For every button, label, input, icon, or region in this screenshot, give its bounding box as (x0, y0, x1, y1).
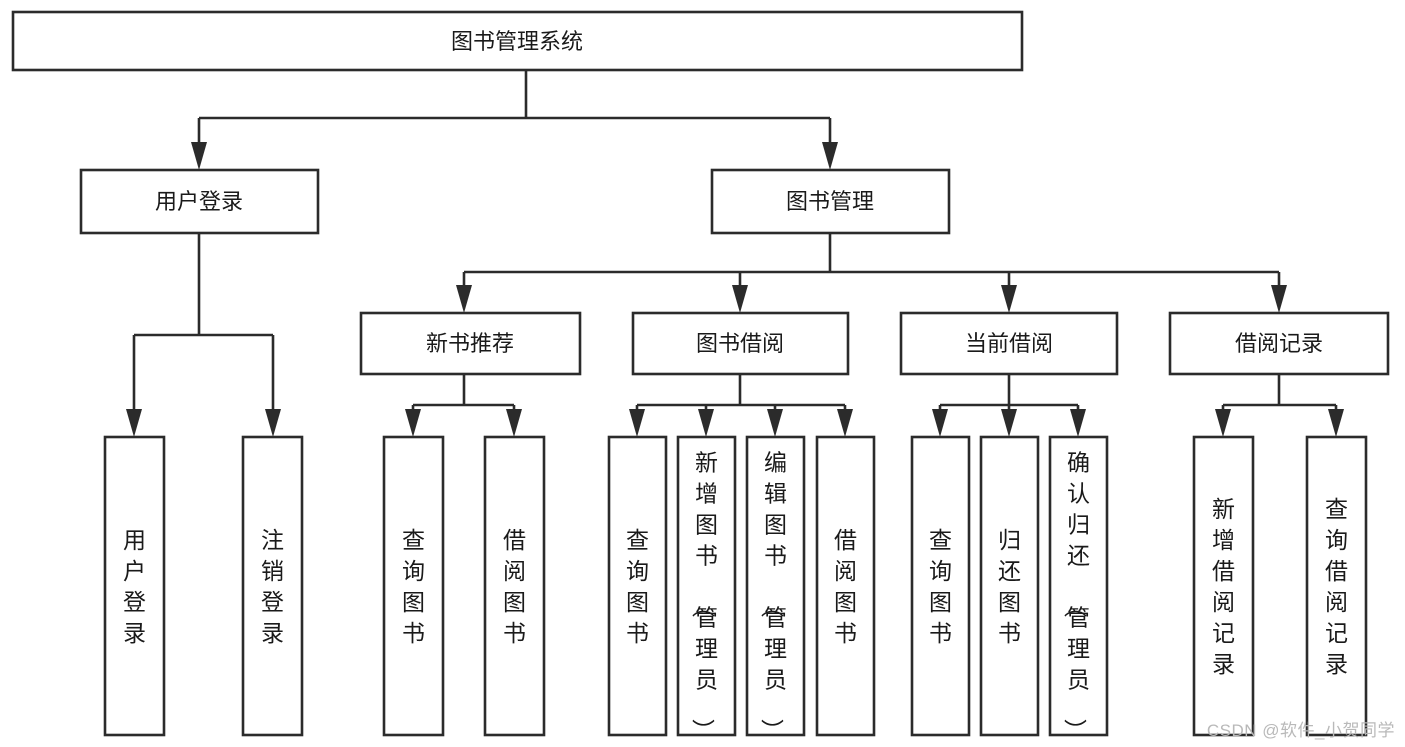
node-book-manage-label: 图书管理 (786, 189, 874, 214)
arrowhead-leaf-user-login (126, 409, 142, 437)
node-leaf-query-book-1[interactable]: 查询图书 (382, 435, 445, 737)
node-leaf-user-login-box[interactable] (103, 435, 166, 737)
node-leaf-query-book-3-label: 查询图书 (929, 527, 952, 646)
node-leaf-logout[interactable]: 注销登录 (241, 435, 304, 737)
node-leaf-borrow-book-2-box[interactable] (815, 435, 876, 737)
node-book-borrow[interactable]: 图书借阅 (631, 311, 850, 376)
node-leaf-query-record[interactable]: 查询借阅记录 (1305, 435, 1368, 737)
arrowhead-to-book-borrow (732, 285, 748, 313)
connector-layer (126, 70, 1344, 437)
node-leaf-query-book-2-label: 查询图书 (626, 527, 649, 646)
node-new-book-rec[interactable]: 新书推荐 (359, 311, 582, 376)
node-leaf-query-book-3[interactable]: 查询图书 (910, 435, 971, 737)
node-user-login-box[interactable] (79, 168, 320, 235)
node-leaf-query-book-1-box[interactable] (382, 435, 445, 737)
node-book-manage-box[interactable] (710, 168, 951, 235)
node-leaf-edit-book-label: 编辑图书（管理员） (759, 450, 787, 742)
arrowhead-leaf-logout (265, 409, 281, 437)
node-leaf-borrow-book-1-box[interactable] (483, 435, 546, 737)
node-root-label: 图书管理系统 (451, 29, 583, 54)
node-leaf-borrow-book-1-label: 借阅图书 (503, 527, 526, 646)
node-leaf-confirm-return-box[interactable] (1048, 435, 1109, 737)
node-leaf-query-record-label: 查询借阅记录 (1325, 496, 1348, 677)
arrowhead-to-book-manage (822, 142, 838, 170)
arrowhead-leaf-return-book (1001, 409, 1017, 437)
node-root[interactable]: 图书管理系统 (11, 10, 1024, 72)
node-book-manage[interactable]: 图书管理 (710, 168, 951, 235)
node-root-box[interactable] (11, 10, 1024, 72)
node-leaf-return-book[interactable]: 归还图书 (979, 435, 1040, 737)
arrowhead-leaf-borrow-book-1 (506, 409, 522, 437)
arrowhead-leaf-borrow-book-2 (837, 409, 853, 437)
arrowhead-to-user-login (191, 142, 207, 170)
node-leaf-borrow-book-2[interactable]: 借阅图书 (815, 435, 876, 737)
csdn-watermark: CSDN @软件_小贺同学 (1206, 721, 1395, 740)
node-current-borrow[interactable]: 当前借阅 (899, 311, 1119, 376)
node-user-login[interactable]: 用户登录 (79, 168, 320, 235)
arrowhead-leaf-add-book (698, 409, 714, 437)
node-leaf-add-book-label: 新增图书（管理员） (690, 450, 718, 742)
arrowhead-to-new-book-rec (456, 285, 472, 313)
node-leaf-logout-box[interactable] (241, 435, 304, 737)
node-leaf-add-record-box[interactable] (1192, 435, 1255, 737)
arrowhead-to-current-borrow (1001, 285, 1017, 313)
node-current-borrow-label: 当前借阅 (965, 331, 1053, 356)
node-leaf-add-book-box[interactable] (676, 435, 737, 737)
node-leaf-user-login-label: 用户登录 (123, 527, 146, 646)
node-leaf-user-login[interactable]: 用户登录 (103, 435, 166, 737)
node-leaf-logout-label: 注销登录 (261, 527, 284, 646)
node-new-book-rec-label: 新书推荐 (426, 331, 514, 356)
node-leaf-return-book-label: 归还图书 (998, 527, 1021, 646)
arrowhead-leaf-add-record (1215, 409, 1231, 437)
node-leaf-edit-book-box[interactable] (745, 435, 806, 737)
arrowhead-to-borrow-record (1271, 285, 1287, 313)
node-leaf-return-book-box[interactable] (979, 435, 1040, 737)
node-leaf-confirm-return[interactable]: 确认归还（管理员） (1048, 435, 1109, 742)
node-leaf-query-book-2-box[interactable] (607, 435, 668, 737)
node-leaf-add-record-label: 新增借阅记录 (1212, 496, 1235, 677)
node-leaf-edit-book[interactable]: 编辑图书（管理员） (745, 435, 806, 742)
arrowhead-leaf-query-record (1328, 409, 1344, 437)
node-leaf-query-record-box[interactable] (1305, 435, 1368, 737)
node-borrow-record[interactable]: 借阅记录 (1168, 311, 1390, 376)
node-new-book-rec-box[interactable] (359, 311, 582, 376)
arrowhead-leaf-query-book-2 (629, 409, 645, 437)
node-borrow-record-label: 借阅记录 (1235, 331, 1323, 356)
node-current-borrow-box[interactable] (899, 311, 1119, 376)
node-leaf-confirm-return-label: 确认归还（管理员） (1062, 450, 1090, 742)
node-book-borrow-label: 图书借阅 (696, 331, 784, 356)
node-leaf-query-book-2[interactable]: 查询图书 (607, 435, 668, 737)
node-book-borrow-box[interactable] (631, 311, 850, 376)
node-leaf-borrow-book-2-label: 借阅图书 (834, 527, 857, 646)
node-leaf-borrow-book-1[interactable]: 借阅图书 (483, 435, 546, 737)
arrowhead-leaf-query-book-1 (405, 409, 421, 437)
node-leaf-add-record[interactable]: 新增借阅记录 (1192, 435, 1255, 737)
node-leaf-query-book-3-box[interactable] (910, 435, 971, 737)
node-leaf-add-book[interactable]: 新增图书（管理员） (676, 435, 737, 742)
arrowhead-leaf-query-book-3 (932, 409, 948, 437)
node-borrow-record-box[interactable] (1168, 311, 1390, 376)
arrowhead-leaf-confirm-return (1070, 409, 1086, 437)
node-user-login-label: 用户登录 (155, 189, 243, 214)
node-leaf-query-book-1-label: 查询图书 (402, 527, 425, 646)
arrowhead-leaf-edit-book (767, 409, 783, 437)
